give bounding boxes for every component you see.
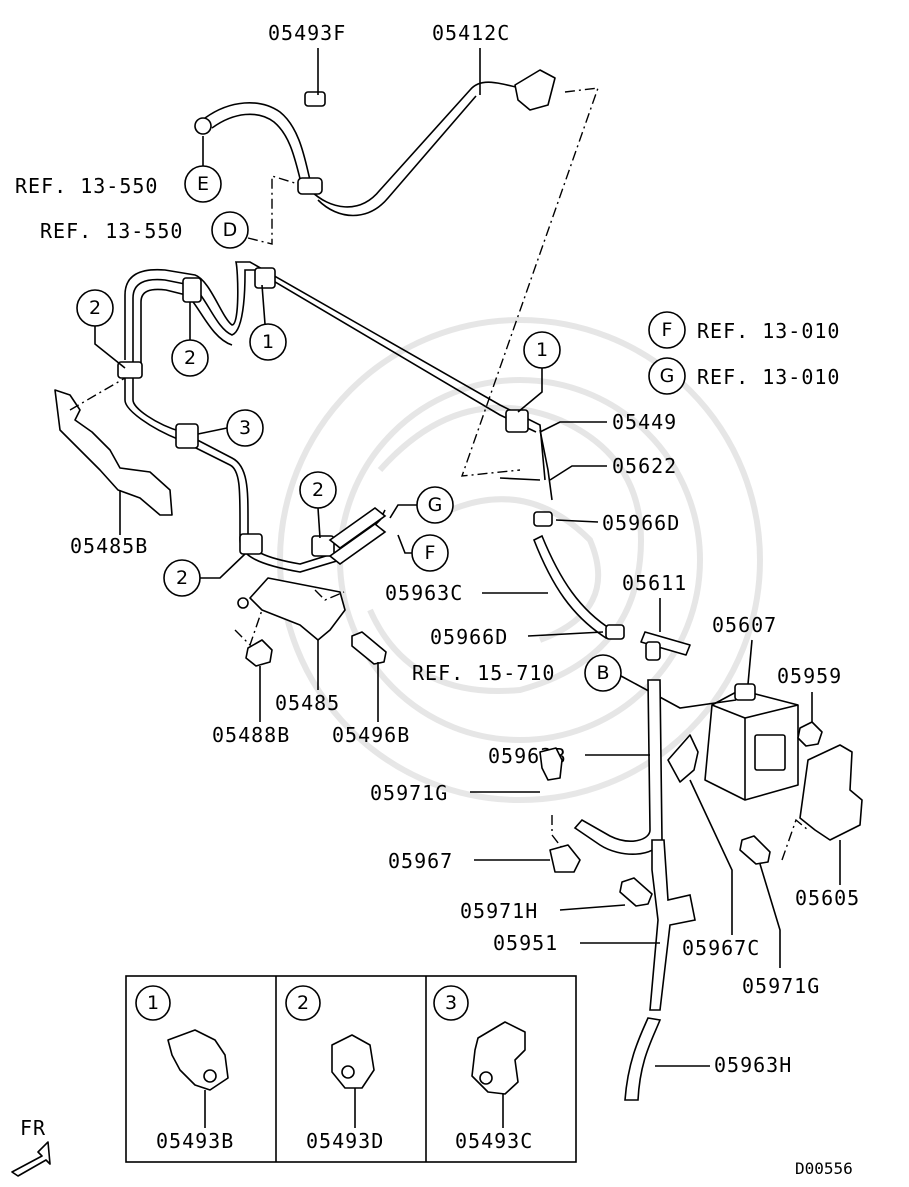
- svg-text:05493D: 05493D: [306, 1129, 384, 1153]
- svg-text:05967C: 05967C: [682, 936, 760, 960]
- svg-text:05967: 05967: [388, 849, 453, 873]
- front-direction-indicator: FR: [11, 1116, 51, 1177]
- svg-text:05412C: 05412C: [432, 21, 510, 45]
- reference-B: REF. 15-710 B: [412, 654, 737, 709]
- svg-text:2: 2: [176, 567, 188, 589]
- bracket-05485: 05485: [234, 577, 346, 715]
- reference-G: G REF. 13-010: [648, 357, 840, 395]
- svg-text:1: 1: [536, 339, 548, 361]
- callout-2-top-left: 2: [76, 289, 126, 369]
- main-pipe-bundle: [117, 261, 553, 573]
- svg-text:1: 1: [262, 331, 274, 353]
- nut-05488B: 05488B: [212, 639, 290, 747]
- bolt-05971H: 05971H: [460, 877, 653, 923]
- svg-text:2: 2: [89, 297, 101, 319]
- svg-text:F: F: [425, 542, 436, 564]
- callout-2-bottom-left: 2: [163, 553, 246, 597]
- svg-text:REF. 13-010: REF. 13-010: [697, 365, 840, 389]
- svg-text:05496B: 05496B: [332, 723, 410, 747]
- callout-2-top-mid: 2: [171, 302, 209, 377]
- svg-text:G: G: [428, 494, 443, 516]
- svg-text:05493B: 05493B: [156, 1129, 234, 1153]
- svg-text:3: 3: [445, 992, 457, 1014]
- bracket-05967C: 05967C: [667, 734, 760, 960]
- svg-text:REF. 13-550: REF. 13-550: [15, 174, 158, 198]
- clip-cell-1: 1 05493B: [135, 985, 234, 1153]
- bracket-05485B: 05485B: [54, 377, 173, 558]
- label-05449: 05449: [539, 410, 677, 434]
- callout-1-left: 1: [249, 284, 287, 361]
- svg-text:05611: 05611: [622, 571, 687, 595]
- svg-text:05971H: 05971H: [460, 899, 538, 923]
- svg-text:05966D: 05966D: [430, 625, 508, 649]
- svg-text:05485B: 05485B: [70, 534, 148, 558]
- front-arrow-icon: [11, 1141, 51, 1177]
- svg-text:05959: 05959: [777, 664, 842, 688]
- svg-text:05493F: 05493F: [268, 21, 346, 45]
- svg-text:05493C: 05493C: [455, 1129, 533, 1153]
- svg-text:D: D: [223, 219, 238, 241]
- bolt-05496B: 05496B: [332, 631, 410, 747]
- clip-05966D-mid: 05966D: [430, 624, 625, 649]
- svg-text:05622: 05622: [612, 454, 677, 478]
- label-05412C: 05412C: [432, 21, 510, 95]
- callout-3: 3: [197, 409, 264, 447]
- svg-text:05971G: 05971G: [370, 781, 448, 805]
- reference-E: REF. 13-550 E: [15, 136, 222, 203]
- bolt-05971G-left: 05971G: [370, 747, 563, 849]
- hose-05963H: 05963H: [624, 1017, 792, 1101]
- clip-05493B-drawing: [167, 1029, 229, 1091]
- canister-05607: 05607: [704, 613, 799, 801]
- reference-D: REF. 13-550 D: [40, 175, 299, 249]
- svg-text:B: B: [596, 662, 609, 684]
- label-05622: 05622: [549, 454, 677, 481]
- svg-text:2: 2: [184, 347, 196, 369]
- svg-text:2: 2: [297, 992, 309, 1014]
- clip-05966D-top: 05966D: [533, 511, 680, 535]
- svg-text:05963C: 05963C: [385, 581, 463, 605]
- svg-text:REF. 13-010: REF. 13-010: [697, 319, 840, 343]
- bracket-05605: 05605: [781, 744, 863, 910]
- callout-1-right: 1: [517, 331, 561, 413]
- label-05493F: 05493F: [268, 21, 346, 95]
- svg-text:05971G: 05971G: [742, 974, 820, 998]
- svg-text:05488B: 05488B: [212, 723, 290, 747]
- svg-text:05607: 05607: [712, 613, 777, 637]
- svg-text:05605: 05605: [795, 886, 860, 910]
- svg-text:1: 1: [147, 992, 159, 1014]
- svg-text:REF. 13-550: REF. 13-550: [40, 219, 183, 243]
- svg-text:05485: 05485: [275, 691, 340, 715]
- reference-F: F REF. 13-010: [648, 311, 840, 349]
- diagram-code: D00556: [795, 1159, 853, 1178]
- svg-text:F: F: [662, 319, 673, 341]
- leader-dash-05412C: [460, 87, 600, 477]
- clip-05493D-drawing: [331, 1034, 375, 1089]
- nut-05959: 05959: [777, 664, 842, 747]
- callout-2-bottom-mid: 2: [299, 471, 337, 539]
- svg-text:05966D: 05966D: [602, 511, 680, 535]
- svg-text:05951: 05951: [493, 931, 558, 955]
- upper-vapor-pipe-assembly: [194, 69, 556, 217]
- svg-text:E: E: [197, 173, 209, 195]
- joint-05611: 05611: [622, 571, 691, 661]
- svg-text:REF. 15-710: REF. 15-710: [412, 661, 555, 685]
- svg-text:FR: FR: [20, 1116, 46, 1140]
- clip-table: 1 05493B 2 05493D 3 05493C: [125, 975, 577, 1163]
- pipe-05951: 05951: [493, 839, 696, 1011]
- svg-text:05963H: 05963H: [714, 1053, 792, 1077]
- svg-text:G: G: [660, 365, 675, 387]
- connector-F: F: [397, 534, 449, 572]
- clamp-05967: 05967: [388, 844, 581, 873]
- svg-text:05449: 05449: [612, 410, 677, 434]
- bolt-05971G-right: 05971G: [739, 835, 820, 998]
- svg-text:3: 3: [239, 417, 251, 439]
- connector-G: G: [389, 486, 454, 524]
- clip-cell-3: 3 05493C: [433, 985, 533, 1153]
- svg-text:2: 2: [312, 479, 324, 501]
- clip-05493C-drawing: [471, 1021, 526, 1095]
- clip-cell-2: 2 05493D: [285, 985, 384, 1153]
